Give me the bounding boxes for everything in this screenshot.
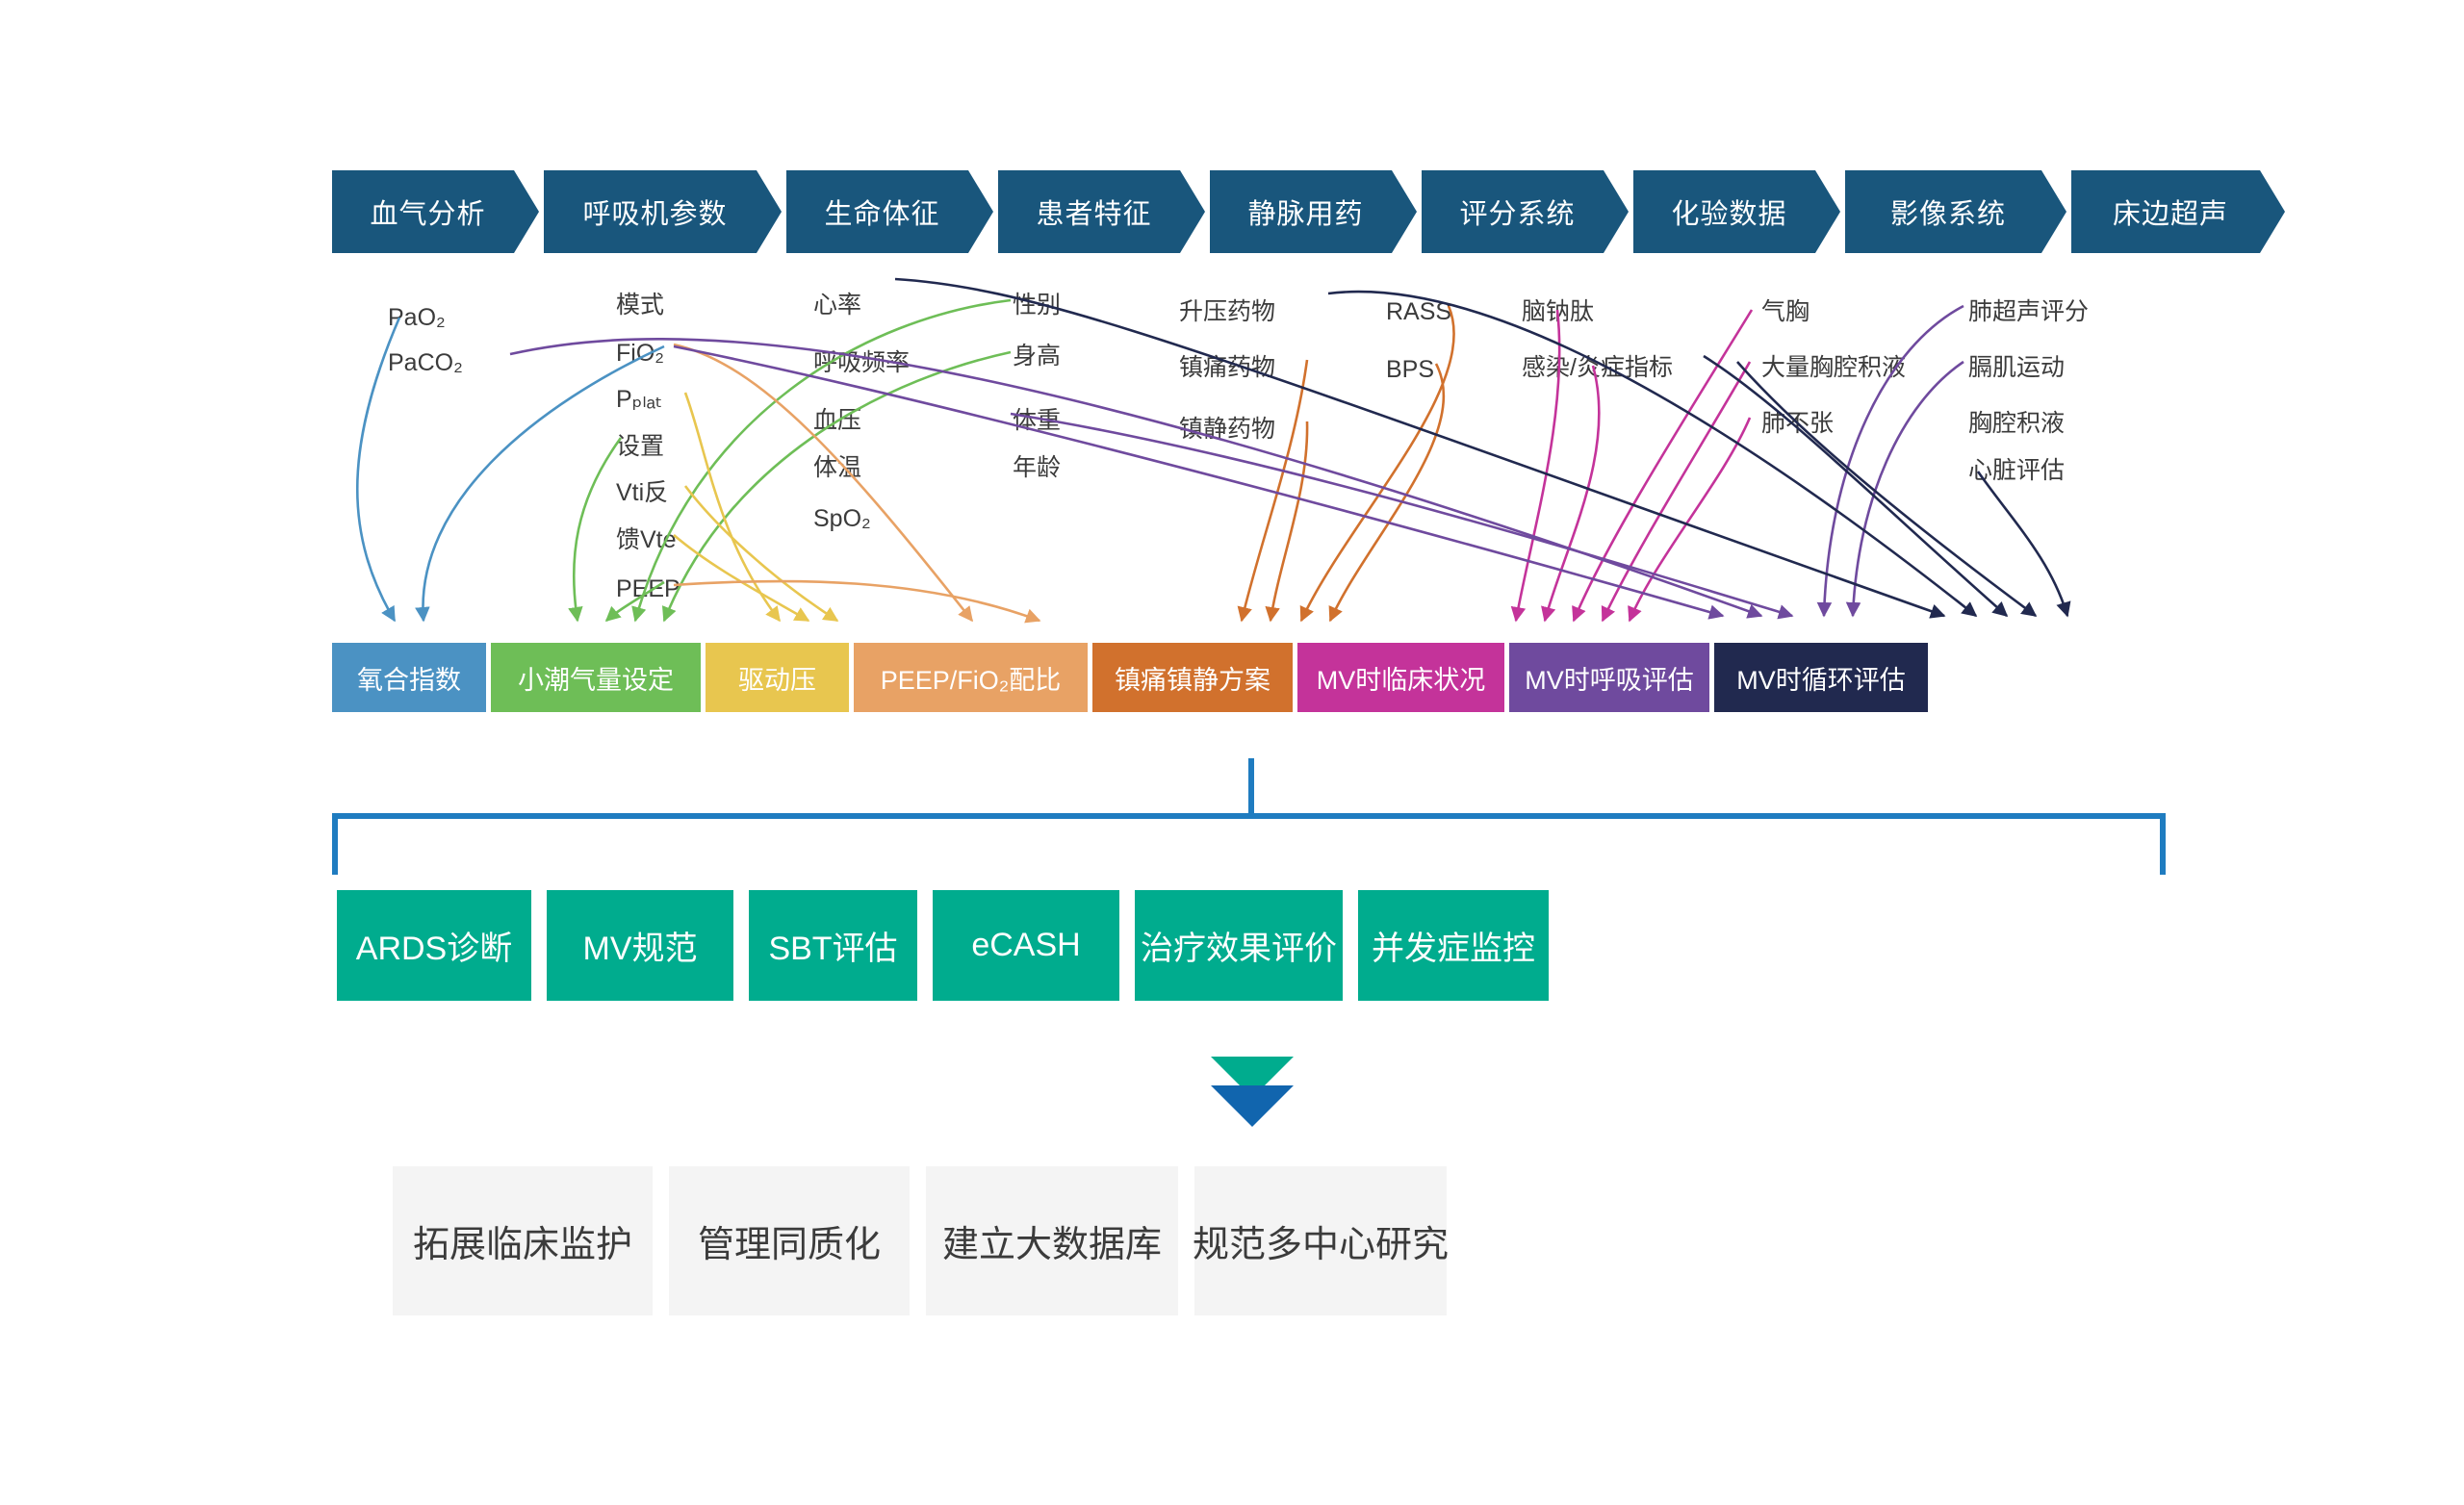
- chevron-5[interactable]: 静脉用药: [1210, 170, 1417, 253]
- derived-box[interactable]: MV时临床状况: [1297, 643, 1504, 712]
- feature-label: PEEP: [616, 575, 680, 602]
- application-box[interactable]: eCASH: [933, 890, 1119, 1001]
- feature-label: 年龄: [1013, 454, 1062, 481]
- feature-label: 肺不张: [1761, 410, 1835, 437]
- chevron-label: 化验数据: [1671, 199, 1787, 230]
- derived-box[interactable]: 氧合指数: [332, 643, 486, 712]
- chevron-label: 影像系统: [1889, 199, 2006, 230]
- application-box[interactable]: MV规范: [547, 890, 733, 1001]
- feature-label: 升压药物: [1179, 298, 1276, 325]
- feature-label: PaCO₂: [388, 349, 463, 376]
- chevron-label: 患者特征: [1036, 199, 1152, 230]
- feature-label: 性别: [1013, 292, 1062, 319]
- chevron-label: 床边超声: [2112, 199, 2228, 230]
- feature-label: 感染/炎症指标: [1522, 354, 1673, 381]
- application-box[interactable]: ARDS诊断: [337, 890, 531, 1001]
- feature-label: 肺超声评分: [1968, 298, 2090, 325]
- chevron-9[interactable]: 床边超声: [2071, 170, 2285, 253]
- feature-label: 模式: [616, 292, 665, 319]
- data-source-chevron-bar: 血气分析 呼吸机参数 生命体征 患者特征 静脉用药 评分系统 化验数据 影像系统 床边超声: [332, 170, 2290, 253]
- chevron-6[interactable]: 评分系统: [1422, 170, 1629, 253]
- application-box[interactable]: 并发症监控: [1358, 890, 1549, 1001]
- feature-label: Pₚₗₐₜ: [616, 386, 663, 413]
- feature-label: 镇痛药物: [1179, 354, 1276, 381]
- chevron-3[interactable]: 生命体征: [786, 170, 993, 253]
- feature-label: 气胸: [1761, 298, 1810, 325]
- outcome-box[interactable]: 拓展临床监护: [393, 1166, 653, 1315]
- derived-box[interactable]: MV时呼吸评估: [1509, 643, 1709, 712]
- outcome-box[interactable]: 规范多中心研究: [1193, 1166, 1449, 1315]
- bracket-right-leg: [2160, 813, 2166, 875]
- chevron-8[interactable]: 影像系统: [1845, 170, 2066, 253]
- feature-label: 胸腔积液: [1968, 410, 2066, 437]
- chevron-label: 血气分析: [370, 199, 486, 230]
- feature-label: 设置: [616, 433, 665, 460]
- outcome-row: 拓展临床监护管理同质化建立大数据库规范多中心研究: [393, 1166, 1463, 1315]
- chevron-label: 生命体征: [824, 199, 940, 230]
- outcome-box[interactable]: 管理同质化: [669, 1166, 910, 1315]
- feature-label: FiO₂: [616, 340, 664, 367]
- feature-label: Vti反: [616, 479, 669, 506]
- feature-label: 心脏评估: [1968, 457, 2066, 484]
- chevron-label: 评分系统: [1459, 199, 1576, 230]
- feature-label: 心率: [813, 292, 862, 319]
- chevron-label: 静脉用药: [1247, 199, 1364, 230]
- feature-label: RASS: [1386, 298, 1452, 325]
- bracket-left-leg: [332, 813, 338, 875]
- bracket-stem-up: [1248, 758, 1254, 816]
- derived-box[interactable]: MV时循环评估: [1714, 643, 1928, 712]
- feature-label: 膈肌运动: [1968, 354, 2066, 381]
- chevron-label: 呼吸机参数: [582, 199, 728, 230]
- feature-label: 大量胸腔积液: [1761, 354, 1907, 381]
- derived-box[interactable]: 小潮气量设定: [491, 643, 701, 712]
- feature-label: 镇静药物: [1179, 416, 1276, 443]
- chevron-7[interactable]: 化验数据: [1633, 170, 1840, 253]
- outcome-box[interactable]: 建立大数据库: [926, 1166, 1178, 1315]
- feature-label: SpO₂: [813, 505, 871, 532]
- feature-label: 脑钠肽: [1522, 298, 1595, 325]
- derived-box[interactable]: PEEP/FiO₂配比: [854, 643, 1088, 712]
- derived-box[interactable]: 镇痛镇静方案: [1092, 643, 1293, 712]
- chevron-4[interactable]: 患者特征: [998, 170, 1205, 253]
- feature-label: BPS: [1386, 356, 1435, 383]
- chevron-2[interactable]: 呼吸机参数: [544, 170, 782, 253]
- bracket-horizontal: [332, 813, 2166, 819]
- feature-label: 血压: [813, 407, 862, 434]
- feature-label: PaO₂: [388, 304, 446, 331]
- feature-label: 身高: [1013, 343, 1062, 370]
- feature-label: 体温: [813, 454, 862, 481]
- feature-label: 呼吸频率: [813, 349, 911, 376]
- chevron-1[interactable]: 血气分析: [332, 170, 539, 253]
- derived-box[interactable]: 驱动压: [706, 643, 849, 712]
- feature-label: 体重: [1013, 407, 1062, 434]
- feature-label: 馈Vte: [616, 526, 677, 553]
- application-box[interactable]: SBT评估: [749, 890, 917, 1001]
- flow-arrow-bottom: [1211, 1085, 1294, 1127]
- application-box[interactable]: 治疗效果评价: [1135, 890, 1343, 1001]
